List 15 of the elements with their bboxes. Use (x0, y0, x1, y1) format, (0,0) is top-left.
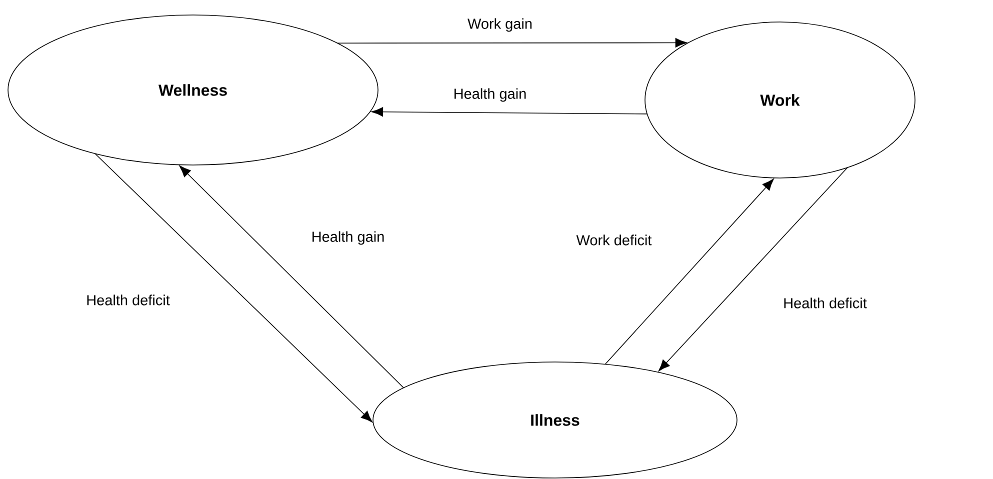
ellipse-node: Wellness (8, 14, 378, 166)
arrow (336, 38, 688, 48)
edge-label: Health deficit (782, 296, 868, 310)
ellipse-node: Work (644, 22, 916, 178)
arrow (371, 107, 648, 117)
edge-label: Health gain (452, 87, 528, 103)
edge-label: Work deficit (575, 234, 653, 246)
ellipse-node: Illness (372, 362, 738, 478)
arrow (604, 178, 774, 365)
edge-label: Health gain (310, 230, 386, 246)
edge-label: Work gain (466, 17, 534, 33)
arrow (658, 167, 848, 372)
arrow (94, 153, 373, 422)
edge-label: Health deficit (85, 294, 171, 306)
arrow (179, 165, 404, 388)
